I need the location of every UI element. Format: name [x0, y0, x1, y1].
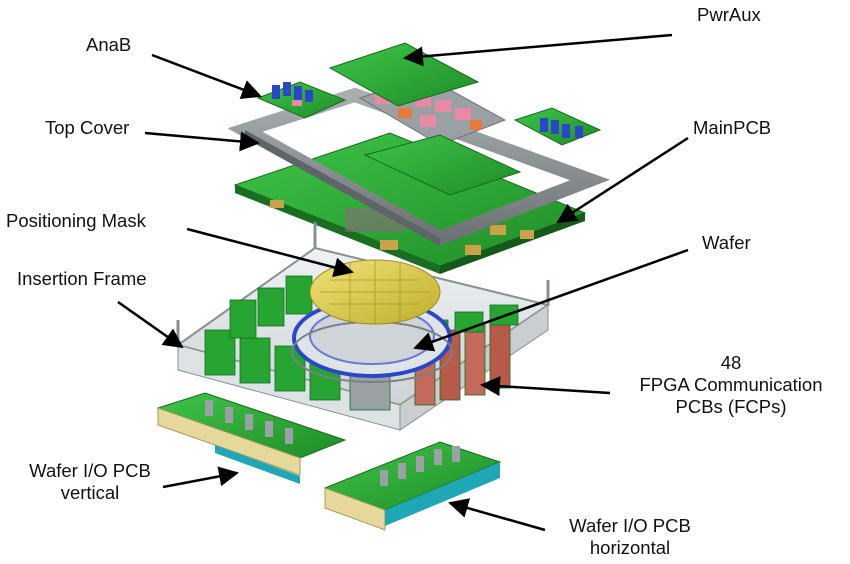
label-wafer-io-horizontal-line2: horizontal: [589, 537, 671, 558]
label-fcp-count: 48: [720, 352, 742, 373]
pwraux-board: [328, 42, 480, 107]
callout-arrows: [117, 33, 689, 532]
label-wafer-io-vertical-line1: Wafer I/O PCB: [29, 460, 151, 481]
arrow-mainpcb: [556, 136, 689, 224]
arrow-positioning-mask: [186, 227, 354, 278]
arrow-wafer: [413, 248, 689, 352]
arrow-fcp: [480, 376, 611, 397]
arrow-insertion-frame: [117, 300, 184, 349]
label-wafer-io-vertical-line2: vertical: [60, 482, 120, 503]
label-pwraux: PwrAux: [697, 4, 761, 25]
label-fcp-line2: PCBs (FCPs): [675, 396, 787, 417]
arrow-pwraux: [403, 33, 673, 67]
label-top-cover: Top Cover: [45, 117, 130, 138]
wafer-io-pcb-vertical: [156, 392, 347, 484]
label-anab: AnaB: [86, 34, 132, 55]
label-wafer: Wafer: [702, 232, 751, 253]
arrow-wafer-io-vertical: [162, 466, 239, 489]
lower-small-pcb: [363, 134, 522, 196]
arrow-wafer-io-horizontal: [448, 498, 546, 532]
arrow-top-cover: [144, 131, 260, 152]
anab-board-left: [256, 81, 347, 119]
label-insertion-frame: Insertion Frame: [17, 268, 147, 289]
label-wafer-io-horizontal: Wafer I/O PCB horizontal: [545, 515, 715, 559]
label-fcp-line1: FPGA Communication: [639, 374, 823, 395]
label-wafer-io-vertical: Wafer I/O PCB vertical: [5, 460, 175, 504]
label-positioning-mask: Positioning Mask: [6, 210, 146, 231]
label-mainpcb: MainPCB: [693, 117, 772, 138]
label-fcp-block: 48 FPGA Communication PCBs (FCPs): [620, 352, 842, 418]
arrow-anab: [151, 53, 262, 99]
wafer-io-pcb-horizontal: [323, 441, 502, 531]
positioning-mask: [309, 259, 441, 325]
label-wafer-io-horizontal-line1: Wafer I/O PCB: [569, 515, 691, 536]
anab-board-right: [513, 107, 602, 146]
